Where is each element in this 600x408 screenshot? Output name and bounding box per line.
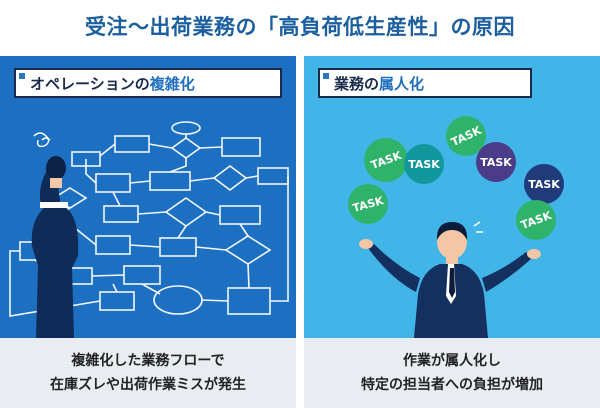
caption-operation-complexity: 複雑化した業務フローで 在庫ズレや出荷作業ミスが発生 xyxy=(0,338,296,408)
page-title: 受注〜出荷業務の「高負荷低生産性」の原因 xyxy=(85,15,515,39)
svg-text:TASK: TASK xyxy=(480,156,512,169)
caption-line-1: 複雑化した業務フローで xyxy=(71,353,225,369)
task-ball-5: TASK xyxy=(524,164,564,204)
juggling-businessman-figure xyxy=(359,221,541,338)
badge-highlight: 属人化 xyxy=(379,74,425,93)
svg-text:TASK: TASK xyxy=(528,178,560,191)
badge-text: 業務の xyxy=(334,74,380,93)
confused-businessman-figure xyxy=(31,132,79,338)
badge-operation-complexity: オペレーションの複雑化 xyxy=(14,68,282,98)
svg-text:TASK: TASK xyxy=(408,158,440,171)
panel-operation-complexity: オペレーションの複雑化 複雑化した業務フローで 在庫ズレや出荷作業ミスが発生 xyxy=(0,56,296,408)
badge-highlight: 複雑化 xyxy=(149,74,195,93)
task-ball-1: TASK xyxy=(364,138,408,182)
task-ball-6: TASK xyxy=(348,184,388,224)
caption-line-2: 特定の担当者への負担が増加 xyxy=(361,377,543,393)
task-ball-4: TASK xyxy=(476,142,516,182)
panel-task-dependency: TASK TASK TASK TASK TASK TASK TASK xyxy=(304,56,600,408)
complex-flowchart-illustration xyxy=(0,56,296,338)
badge-square-icon xyxy=(19,73,25,79)
caption-line-1: 作業が属人化し xyxy=(403,353,501,369)
task-ball-7: TASK xyxy=(516,200,556,240)
caption-line-2: 在庫ズレや出荷作業ミスが発生 xyxy=(50,377,246,393)
caption-task-dependency: 作業が属人化し 特定の担当者への負担が増加 xyxy=(304,338,600,408)
badge-square-icon xyxy=(323,73,329,79)
badge-text: オペレーションの xyxy=(30,74,150,93)
task-ball-3: TASK xyxy=(446,116,486,156)
juggling-tasks-illustration: TASK TASK TASK TASK TASK TASK TASK xyxy=(304,56,600,338)
badge-task-dependency: 業務の属人化 xyxy=(318,68,532,98)
task-ball-2: TASK xyxy=(404,144,444,184)
